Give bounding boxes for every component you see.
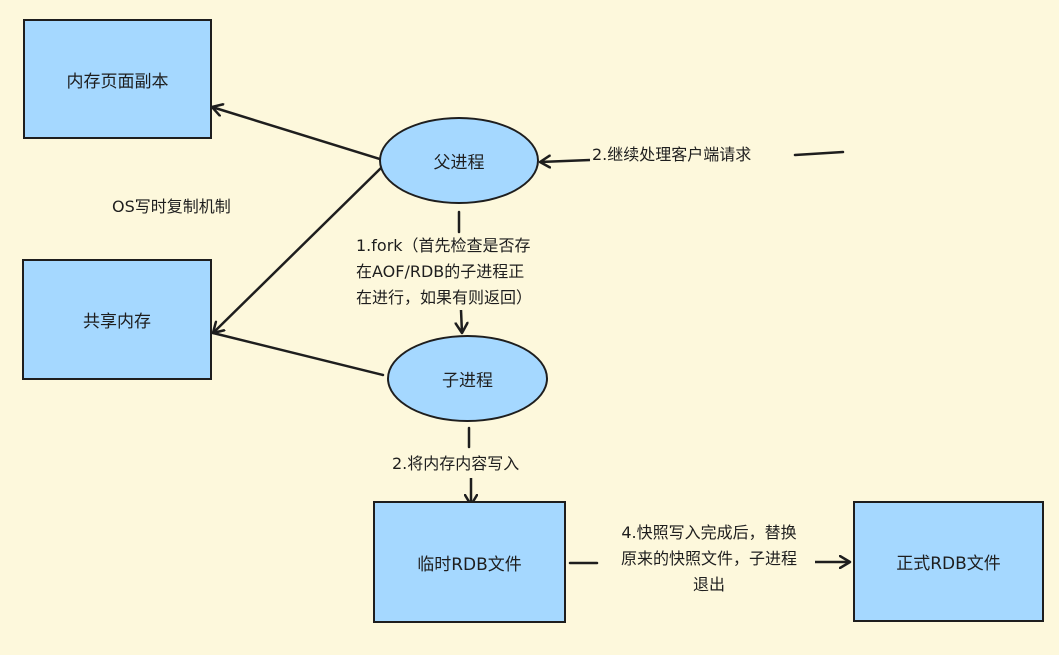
arrow-client-line-right — [793, 150, 845, 157]
label-client-requests: 2.继续处理客户端请求 — [592, 145, 752, 164]
node-parent-process-label: 父进程 — [433, 153, 485, 173]
node-shared-memory-label: 共享内存 — [83, 312, 151, 332]
node-official-rdb: 正式RDB文件 — [853, 501, 1044, 622]
label-replace-line: 退出 — [692, 575, 725, 594]
node-child-process: 子进程 — [387, 335, 548, 422]
label-fork-line: 在AOF/RDB的子进程正 — [356, 262, 525, 281]
label-write-memory: 2.将内存内容写入 — [392, 454, 520, 473]
label-fork: 1.fork（首先检查是否存 在AOF/RDB的子进程正 在进行，如果有则返回） — [356, 233, 532, 311]
node-official-rdb-label: 正式RDB文件 — [896, 554, 1001, 574]
arrow-parent-to-page-copy — [212, 107, 384, 162]
arrow-fork-to-child — [461, 309, 462, 333]
node-child-process-label: 子进程 — [442, 371, 493, 391]
node-memory-page-copy-label: 内存页面副本 — [66, 71, 169, 92]
node-parent-process: 父进程 — [379, 117, 539, 204]
label-replace-snapshot: 4.快照写入完成后，替换 原来的快照文件，子进程 退出 — [599, 520, 819, 598]
label-copy-on-write: OS写时复制机制 — [112, 197, 231, 216]
node-shared-memory: 共享内存 — [22, 259, 212, 380]
node-temp-rdb: 临时RDB文件 — [373, 501, 566, 623]
arrow-client-to-parent — [540, 160, 591, 162]
arrow-child-to-shared-memory — [211, 331, 385, 377]
arrow-parent-to-shared-memory — [213, 167, 382, 333]
node-memory-page-copy: 内存页面副本 — [23, 19, 212, 139]
label-replace-line: 4.快照写入完成后，替换 — [621, 523, 797, 542]
label-fork-line: 在进行，如果有则返回） — [356, 288, 533, 307]
label-replace-line: 原来的快照文件，子进程 — [620, 549, 797, 568]
label-fork-line: 1.fork（首先检查是否存 — [356, 236, 531, 255]
node-temp-rdb-label: 临时RDB文件 — [417, 554, 522, 575]
